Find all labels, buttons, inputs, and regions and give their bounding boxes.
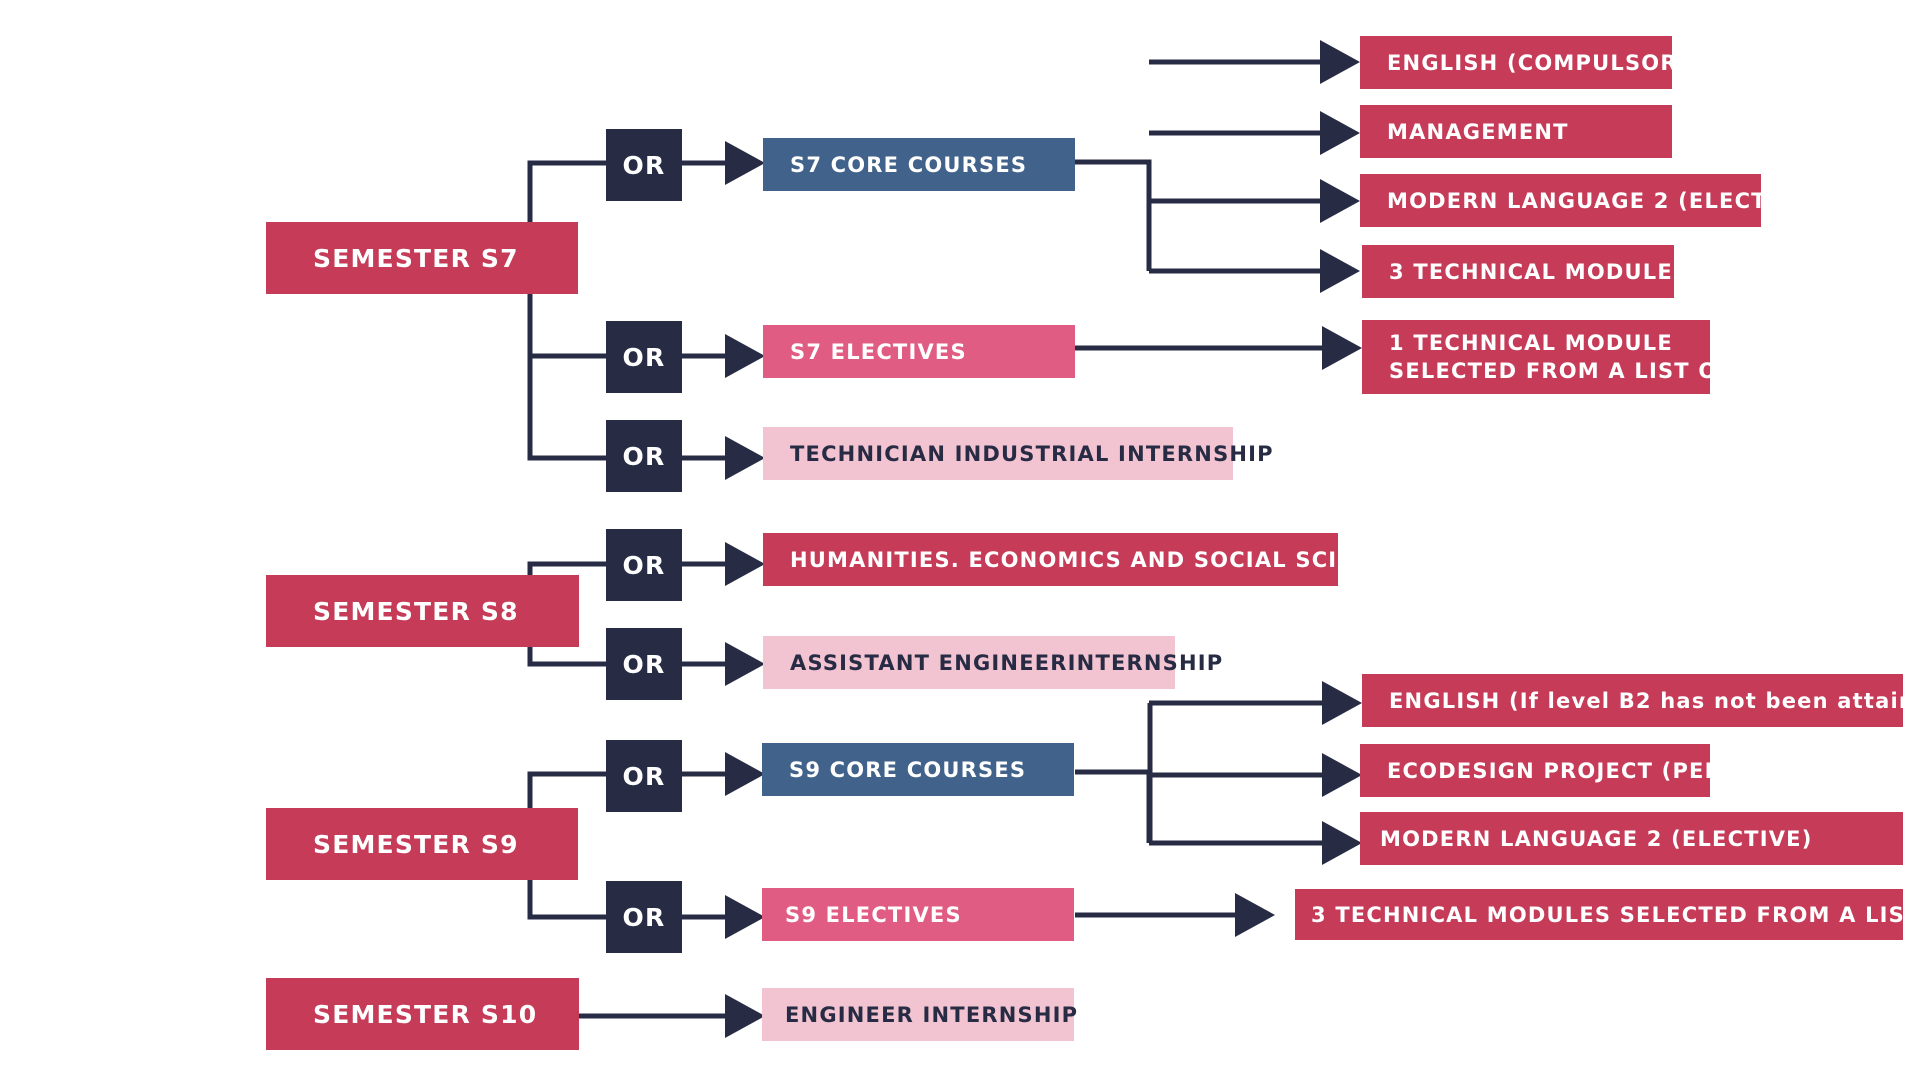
s9-core-fan [1075, 700, 1322, 846]
arrow [725, 141, 765, 185]
arrow [725, 334, 765, 378]
arrow [1320, 111, 1360, 155]
arrow [725, 752, 765, 796]
arrow [1320, 249, 1360, 293]
semester-s10-box: SEMESTER S10 [266, 978, 579, 1050]
arrow [1322, 681, 1362, 725]
or-box: OR [606, 881, 682, 953]
s7-elective-module-line-2: SELECTED FROM A LIST OF 6 [1389, 359, 1758, 383]
semester-s7-box: SEMESTER S7 [266, 222, 578, 294]
arrow [1322, 753, 1362, 797]
semester-s8-box: SEMESTER S8 [266, 575, 579, 647]
s9-elective-modules-box: 3 TECHNICAL MODULES SELECTED FROM A LIST… [1295, 889, 1920, 940]
s7-core-fan [1075, 59, 1320, 274]
or-box: OR [606, 740, 682, 812]
s7-electives-box: S7 ELECTIVES [763, 325, 1075, 378]
s7-modern-language-box: MODERN LANGUAGE 2 (ELECTIVE) [1360, 174, 1818, 227]
s8-assistant-engineer-internship-box: ASSISTANT ENGINEERINTERNSHIP [763, 636, 1222, 689]
arrow [1322, 821, 1362, 865]
semester-s9-box: SEMESTER S9 [266, 808, 578, 880]
arrow [1320, 40, 1360, 84]
s10-engineer-internship-box: ENGINEER INTERNSHIP [762, 988, 1077, 1041]
arrow [1235, 893, 1275, 937]
arrow [725, 642, 765, 686]
s7-core-courses-box: S7 CORE COURSES [763, 138, 1075, 191]
s9-electives-box: S9 ELECTIVES [762, 888, 1074, 941]
s9-core-courses-box: S9 CORE COURSES [762, 743, 1074, 796]
s9-modern-language-box: MODERN LANGUAGE 2 (ELECTIVE) [1360, 812, 1903, 865]
arrow [1320, 179, 1360, 223]
arrow [725, 542, 765, 586]
s8-humanities-box: HUMANITIES. ECONOMICS AND SOCIAL SCIENCE… [763, 533, 1419, 586]
s7-bracket [527, 160, 612, 461]
s7-elective-module-box: 1 TECHNICAL MODULE SELECTED FROM A LIST … [1362, 320, 1756, 394]
s7-technician-internship-box: TECHNICIAN INDUSTRIAL INTERNSHIP [763, 427, 1273, 480]
s7-elective-module-line-1: 1 TECHNICAL MODULE [1389, 331, 1673, 355]
or-box: OR [606, 420, 682, 492]
s7-technical-modules-box: 3 TECHNICAL MODULES [1362, 245, 1688, 298]
s9-ecodesign-project-box: ECODESIGN PROJECT (PER) [1360, 744, 1732, 797]
or-box: OR [606, 628, 682, 700]
arrow [725, 895, 765, 939]
s7-management-box: MANAGEMENT [1360, 105, 1672, 158]
arrow [1322, 326, 1362, 370]
or-box: OR [606, 529, 682, 601]
arrow [725, 436, 765, 480]
s7-english-box: ENGLISH (COMPULSORY) [1360, 36, 1703, 89]
arrow [725, 994, 765, 1038]
or-box: OR [606, 321, 682, 393]
or-box: OR [606, 129, 682, 201]
s9-english-box: ENGLISH (If level B2 has not been attain… [1362, 674, 1920, 727]
